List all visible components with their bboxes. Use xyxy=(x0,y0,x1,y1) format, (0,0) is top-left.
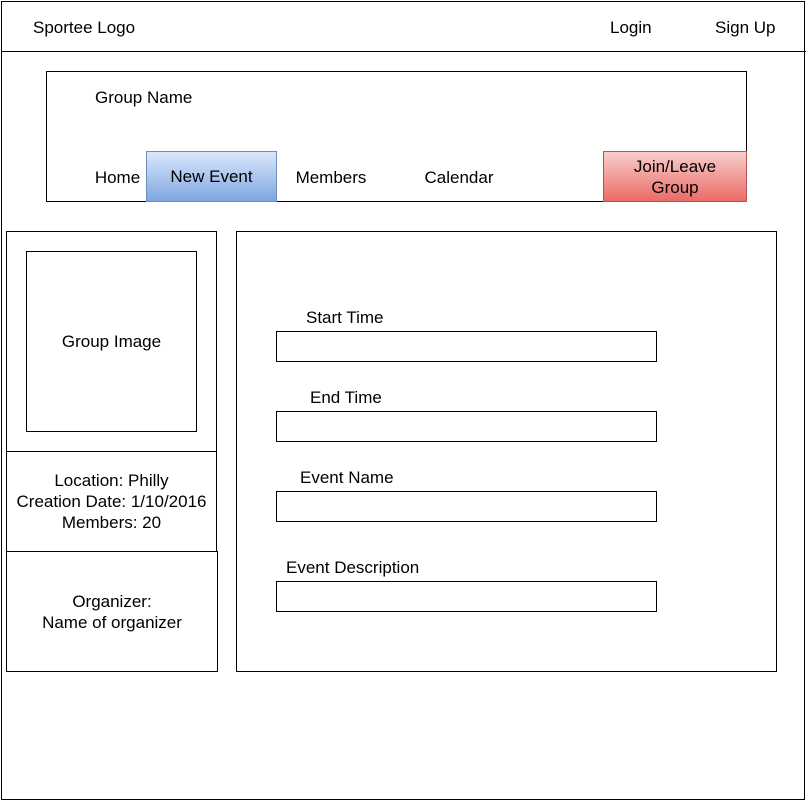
organizer-name[interactable]: Name of organizer xyxy=(42,612,182,632)
organizer-panel: Organizer: Name of organizer xyxy=(6,551,218,672)
logo[interactable]: Sportee Logo xyxy=(33,18,136,37)
event-name-input[interactable] xyxy=(276,491,657,522)
event-description-label: Event Description xyxy=(286,558,420,577)
group-info-panel: Location: Philly Creation Date: 1/10/201… xyxy=(6,451,217,552)
login-link[interactable]: Login xyxy=(610,18,652,37)
join-leave-group-button[interactable]: Join/Leave Group xyxy=(603,151,747,202)
start-time-label: Start Time xyxy=(306,308,384,327)
header-divider xyxy=(1,51,806,52)
event-name-label: Event Name xyxy=(300,468,394,487)
tab-members[interactable]: Members xyxy=(295,168,367,187)
tab-calendar[interactable]: Calendar xyxy=(424,168,494,187)
group-members-count: Members: 20 xyxy=(61,513,162,532)
signup-link[interactable]: Sign Up xyxy=(715,18,776,37)
group-location: Location: Philly xyxy=(54,471,169,490)
tab-new-event[interactable]: New Event xyxy=(146,151,277,202)
group-creation-date: Creation Date: 1/10/2016 xyxy=(16,492,207,511)
group-name: Group Name xyxy=(95,88,193,107)
end-time-input[interactable] xyxy=(276,411,657,442)
end-time-label: End Time xyxy=(310,388,382,407)
group-image-label: Group Image xyxy=(61,332,162,351)
start-time-input[interactable] xyxy=(276,331,657,362)
join-leave-label-group: Group xyxy=(651,177,699,197)
event-description-input[interactable] xyxy=(276,581,657,612)
tab-new-event-label: New Event xyxy=(170,166,253,186)
group-image: Group Image xyxy=(26,251,197,432)
organizer-title: Organizer: xyxy=(72,591,152,611)
join-leave-label: Join/Leave xyxy=(633,156,717,176)
tab-home[interactable]: Home xyxy=(94,168,141,187)
